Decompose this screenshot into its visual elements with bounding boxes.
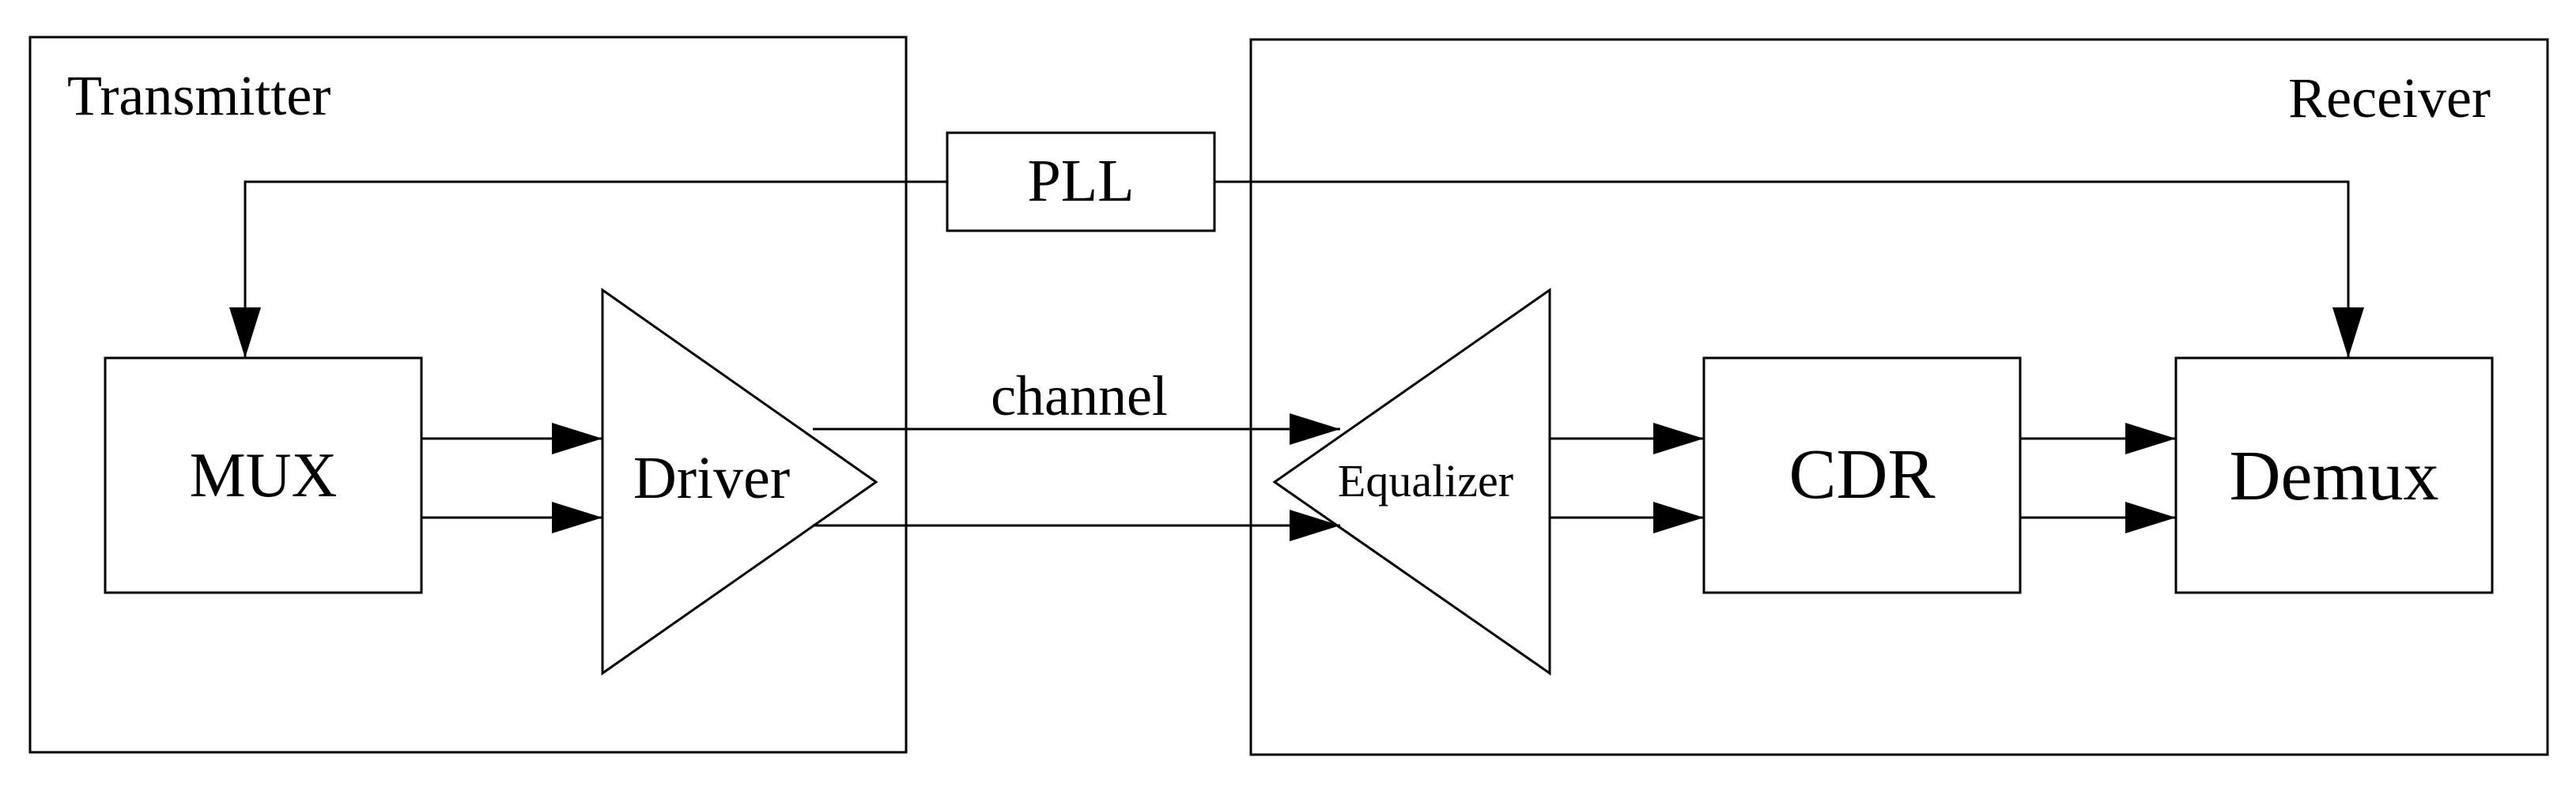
receiver-label: Receiver xyxy=(2288,66,2491,130)
demux-label: Demux xyxy=(2230,437,2439,515)
demux-block xyxy=(2174,356,2494,594)
driver-label: Driver xyxy=(633,445,790,511)
mux-label: MUX xyxy=(190,441,338,510)
driver-triangle xyxy=(601,288,878,676)
transmitter-box xyxy=(28,36,908,754)
pll-to-demux-arrow xyxy=(1214,180,2364,358)
pll-block xyxy=(946,131,1216,232)
pll-to-mux-arrow xyxy=(229,180,947,358)
cdr-label: CDR xyxy=(1788,435,1935,514)
mux-block xyxy=(104,356,423,594)
channel-label: channel xyxy=(991,364,1168,427)
receiver-box xyxy=(1249,38,2549,756)
transmitter-label: Transmitter xyxy=(67,64,330,127)
cdr-block xyxy=(1702,356,2022,594)
equalizer-label: Equalizer xyxy=(1338,455,1513,507)
equalizer-triangle xyxy=(1272,288,1551,676)
pll-label: PLL xyxy=(1027,148,1134,214)
